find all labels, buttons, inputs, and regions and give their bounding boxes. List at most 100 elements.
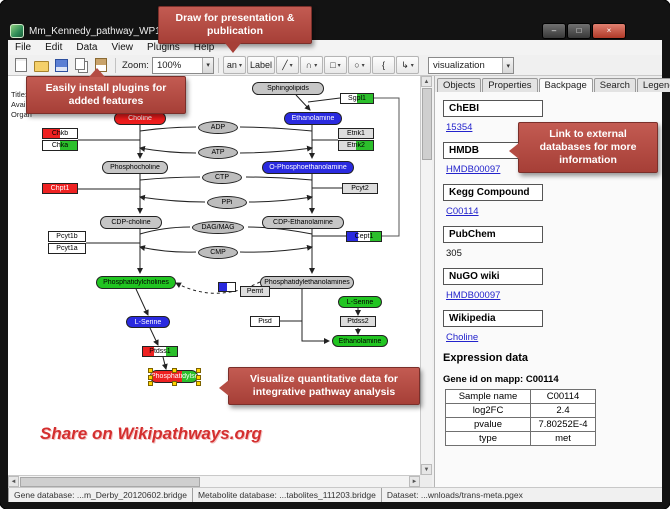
node-l-serine-right[interactable]: L-Serine <box>338 296 382 308</box>
vertical-scrollbar[interactable]: ▲ ▼ <box>420 76 432 475</box>
backpage-value-chebi[interactable]: 15354 <box>446 122 473 133</box>
selection-handle[interactable] <box>148 374 153 380</box>
dropdown-arrow-icon[interactable]: ▾ <box>410 62 414 69</box>
menu-help[interactable]: Help <box>193 42 215 53</box>
node-pisd[interactable]: Pisd <box>250 316 280 327</box>
label-tool[interactable]: Label <box>246 56 275 74</box>
zoom-combobox[interactable]: 100% ▾ <box>151 56 214 74</box>
selection-handle[interactable] <box>196 368 201 373</box>
node-pcyt1b[interactable]: Pcyt1b <box>48 231 86 242</box>
rect-tool[interactable]: □▾ <box>323 56 347 74</box>
dropdown-arrow-icon[interactable]: ▾ <box>361 62 365 69</box>
node-label: Phosphatidylethanolamines <box>264 279 350 286</box>
status-segment: Gene database: ...m_Derby_20120602.bridg… <box>8 488 192 502</box>
copy-button[interactable] <box>71 56 91 75</box>
scroll-right-icon[interactable]: ► <box>409 476 420 487</box>
selection-handle[interactable] <box>148 381 153 386</box>
brace-tool[interactable]: { <box>371 56 395 74</box>
backpage-value-wikipedia[interactable]: Choline <box>446 332 479 343</box>
close-button[interactable]: × <box>592 23 626 39</box>
node-chka[interactable]: Chka <box>42 140 78 151</box>
node-etnk2[interactable]: Etnk2 <box>338 140 374 151</box>
scrollbar-corner <box>420 475 432 487</box>
maximize-button[interactable]: □ <box>567 23 591 39</box>
dropdown-arrow-icon[interactable]: ▾ <box>289 62 293 69</box>
vertical-scroll-thumb[interactable] <box>422 88 432 160</box>
selection-handle[interactable] <box>196 374 201 380</box>
node-ptdss2[interactable]: Ptdss2 <box>340 316 376 327</box>
node-ethanolamine-bottom[interactable]: Ethanolamine <box>332 335 388 347</box>
dropdown-arrow-icon[interactable]: ▾ <box>202 57 213 73</box>
node-dag-mag[interactable]: DAG/MAG <box>192 221 244 234</box>
node-pemt[interactable]: Pemt <box>240 286 270 297</box>
scroll-left-icon[interactable]: ◄ <box>8 476 19 487</box>
tab-backpage[interactable]: Backpage <box>538 78 593 93</box>
node-cdp-choline[interactable]: CDP-choline <box>100 216 162 229</box>
tab-objects[interactable]: Objects <box>437 78 482 92</box>
node-phosphatidylethanolamines[interactable]: Phosphatidylethanolamines <box>260 276 354 289</box>
node-ctp[interactable]: CTP <box>202 171 242 184</box>
oval-tool[interactable]: ○▾ <box>347 56 371 74</box>
node-o-phosphoethanolamine[interactable]: O-Phosphoethanolamine <box>262 161 354 174</box>
tab-search[interactable]: Search <box>593 78 636 92</box>
dropdown-arrow-icon[interactable]: ▾ <box>337 62 341 69</box>
visualization-combobox[interactable]: visualization ▾ <box>428 57 514 74</box>
node-sgpl1[interactable]: Sgpl1 <box>340 93 374 104</box>
dropdown-arrow-icon[interactable]: ▾ <box>502 58 513 73</box>
window-title: Mm_Kennedy_pathway_WP1771_45176.gp... <box>29 25 234 37</box>
selection-handle[interactable] <box>148 368 153 373</box>
arc-tool[interactable]: ∩▾ <box>299 56 323 74</box>
line-tool[interactable]: ╱▾ <box>275 56 299 74</box>
status-segment: Dataset: ...wnloads/trans-meta.pgex <box>380 488 528 502</box>
node-atp[interactable]: ATP <box>198 146 238 159</box>
selection-handle[interactable] <box>172 368 177 373</box>
node-cmp[interactable]: CMP <box>198 246 238 259</box>
label-tool-glyph: Label <box>249 60 272 70</box>
backpage-value-nugo-wiki[interactable]: HMDB00097 <box>446 290 501 301</box>
node-phosphatidylcholines[interactable]: Phosphatidylcholines <box>96 276 176 289</box>
scroll-up-icon[interactable]: ▲ <box>421 76 432 87</box>
node-phosphocholine[interactable]: Phosphocholine <box>102 161 168 174</box>
backpage-value-kegg-compound[interactable]: C00114 <box>446 206 479 217</box>
selection-handle[interactable] <box>196 381 201 386</box>
datanode-tool[interactable]: an▾ <box>222 56 246 74</box>
selection-handle[interactable] <box>172 381 177 386</box>
tab-properties[interactable]: Properties <box>482 78 538 92</box>
node-pcyt1a[interactable]: Pcyt1a <box>48 243 86 254</box>
connector-tool[interactable]: ↳▾ <box>395 56 419 74</box>
menu-edit[interactable]: Edit <box>45 42 63 53</box>
node-etnk1[interactable]: Etnk1 <box>338 128 374 139</box>
menu-data[interactable]: Data <box>76 42 98 53</box>
dropdown-arrow-icon[interactable]: ▾ <box>238 62 242 69</box>
node-data-chip[interactable] <box>218 282 236 292</box>
title-bar[interactable]: Mm_Kennedy_pathway_WP1771_45176.gp... – … <box>8 22 662 40</box>
menu-file[interactable]: File <box>15 42 32 53</box>
horizontal-scroll-thumb[interactable] <box>20 477 200 487</box>
node-pcyt2[interactable]: Pcyt2 <box>342 183 378 194</box>
pathway-info-line: Title: <box>11 90 27 99</box>
node-cdp-ethanolamine[interactable]: CDP-Ethanolamine <box>262 216 344 229</box>
save-button[interactable] <box>51 56 71 75</box>
dropdown-arrow-icon[interactable]: ▾ <box>314 62 318 69</box>
scroll-down-icon[interactable]: ▼ <box>421 464 432 475</box>
minimize-button[interactable]: – <box>542 23 566 39</box>
node-ptdss1[interactable]: Ptdss1 <box>142 346 178 357</box>
menu-plugins[interactable]: Plugins <box>146 42 180 53</box>
node-ppi[interactable]: PPi <box>207 196 247 209</box>
callout-pointer <box>89 68 105 77</box>
backpage-value-hmdb[interactable]: HMDB00097 <box>446 164 501 175</box>
tab-legend[interactable]: Legend <box>636 78 670 92</box>
node-ethanolamine-top[interactable]: Ethanolamine <box>284 112 342 125</box>
horizontal-scrollbar[interactable]: ◄ ► <box>8 475 420 487</box>
node-chkb[interactable]: Chkb <box>42 128 78 139</box>
new-file-button[interactable] <box>11 56 31 75</box>
open-button[interactable] <box>31 56 51 75</box>
node-phosphatidylserine[interactable]: Phosphatidylserine <box>148 368 201 386</box>
node-sphingolipids[interactable]: Sphingolipids <box>252 82 324 95</box>
node-cept1[interactable]: Cept1 <box>346 231 382 242</box>
node-l-serine-left[interactable]: L-Serine <box>126 316 170 328</box>
menu-view[interactable]: View <box>111 42 133 53</box>
node-adp[interactable]: ADP <box>198 121 238 134</box>
node-chpt1[interactable]: Chpt1 <box>42 183 78 194</box>
